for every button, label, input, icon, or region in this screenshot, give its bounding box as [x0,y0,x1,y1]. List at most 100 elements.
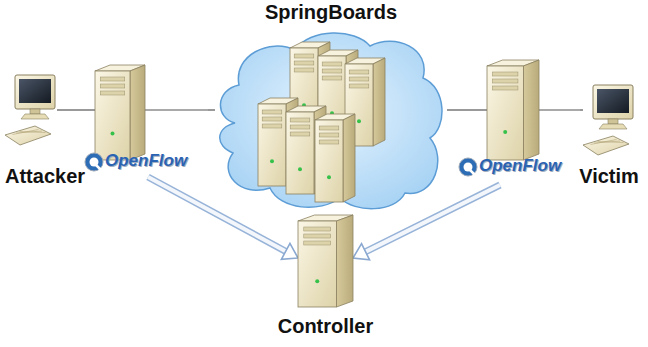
icon-part [258,104,286,186]
icon-part [286,112,314,194]
pc-icon [5,75,55,145]
icon-part [304,241,331,245]
wire-stub [455,109,487,110]
springboard-cloud-icon [215,28,447,210]
controller-server: Controller [298,215,353,307]
icon-part [298,167,302,171]
icon-part [322,62,342,66]
server-tower [95,65,145,160]
icon-part [459,158,477,176]
springboard-cloud: SpringBoards [215,28,447,210]
openflow-emblem [459,158,477,176]
icon-part [15,75,55,109]
arrow-head [353,244,370,260]
cloud-shape [220,33,442,209]
link-line [208,109,215,110]
network-link [580,110,583,111]
icon-part [5,126,51,145]
controller-server-icon [298,215,353,307]
icon-part [290,132,310,136]
icon-part [492,72,517,76]
icon-part [349,70,369,74]
wire-stub [83,109,95,110]
host-label: Victim [579,165,639,188]
link-line [57,109,83,110]
icon-part [85,153,103,171]
icon-part [523,60,539,160]
icon-part [349,84,369,88]
icon-part [319,133,339,137]
server-tower [315,114,355,202]
icon-part [470,170,475,175]
attacker-pc-icon [5,75,57,153]
icon-part [487,66,523,160]
icon-part [30,109,40,114]
icon-part [294,54,314,58]
icon-part [20,132,46,133]
icon-part [100,84,125,88]
openflow-switch: OpenFlow [455,60,580,185]
server-label: Controller [278,315,374,338]
icon-part [270,159,274,163]
server-tower [487,60,539,160]
icon-part [608,119,618,124]
icon-part [21,114,49,119]
icon-part [492,86,517,90]
victim-pc-icon [583,85,635,160]
icon-part [593,85,633,119]
icon-part [19,79,51,103]
icon-part [262,110,282,114]
openflow-switch: OpenFlow [83,65,208,177]
icon-part [220,33,442,209]
network-link [208,110,215,111]
icon-part [111,131,115,135]
icon-part [343,114,355,202]
icon-part [337,215,354,307]
icon-part [583,136,629,155]
server-tower [298,215,353,307]
icon-part [597,89,629,113]
icon-part [100,77,125,81]
victim-pc: Victim [583,85,635,160]
icon-part [503,130,507,134]
icon-part [262,117,282,121]
icon-part [304,227,331,231]
icon-part [294,68,314,72]
icon-part [298,221,337,307]
arrow-head [281,243,298,259]
icon-part [598,142,624,143]
icon-part [357,119,361,123]
icon-part [319,140,339,144]
icon-part [319,126,339,130]
icon-part [95,71,130,160]
icon-part [262,124,282,128]
icon-part [290,125,310,129]
icon-part [100,91,125,95]
link-line [447,109,455,110]
icon-part [492,79,517,83]
icon-part [327,175,331,179]
icon-part [315,279,319,283]
icon-part [349,77,369,81]
host-label: Attacker [5,165,85,188]
icon-part [599,124,627,129]
openflow-emblem [85,153,103,171]
icon-part [130,65,145,160]
icon-part [304,234,331,238]
network-link [447,110,455,111]
icon-part [322,76,342,80]
attacker-pc: Attacker [5,75,57,153]
icon-part [315,120,343,202]
openflow-logo: OpenFlow [479,156,561,176]
openflow-logo: OpenFlow [105,151,187,171]
icon-part [290,118,310,122]
icon-part [294,61,314,65]
wire-stub [145,109,208,110]
wire-stub [539,109,580,110]
cloud-label: SpringBoards [265,1,397,24]
icon-part [322,69,342,73]
icon-part [373,58,385,146]
pc-icon [583,85,633,155]
network-link [57,110,83,111]
